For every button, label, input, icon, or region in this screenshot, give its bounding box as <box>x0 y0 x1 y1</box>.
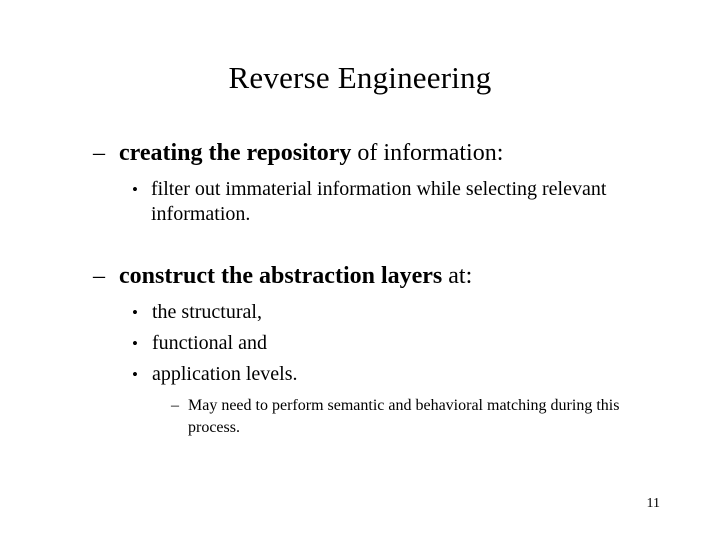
bullet-text: filter out immaterial information while … <box>151 178 607 225</box>
bullet-dot-marker-icon: • <box>132 334 138 353</box>
bullet-dot-marker-icon: • <box>132 365 138 384</box>
bullet-level1-creating-repository: – creating the repository of information… <box>0 138 720 168</box>
bullet-text-plain: at: <box>442 263 473 289</box>
bullet-text: the structural, <box>152 301 262 323</box>
page-number: 11 <box>646 496 660 511</box>
en-dash-marker-icon: – <box>93 263 105 289</box>
bullet-level2-application-levels: • application levels. <box>0 362 720 387</box>
bullet-text: functional and <box>152 332 267 354</box>
bullet-level1-construct-abstraction-layers: – construct the abstraction layers at: <box>0 261 720 291</box>
page-title: Reverse Engineering <box>228 59 492 95</box>
spacer <box>0 168 720 177</box>
bullet-text-plain: of information: <box>351 140 504 166</box>
en-dash-marker-icon: – <box>93 140 105 166</box>
bullet-text-bold: creating the repository <box>119 140 352 166</box>
bullet-dot-marker-icon: • <box>132 303 138 322</box>
spacer <box>0 387 720 395</box>
bullet-level2-filter-out-immaterial: • filter out immaterial information whil… <box>0 177 720 227</box>
bullet-text-bold: construct the abstraction layers <box>119 263 443 289</box>
spacer <box>0 112 720 138</box>
slide-body: – creating the repository of information… <box>0 112 720 439</box>
bullet-text: May need to perform semantic and behavio… <box>188 397 620 436</box>
bullet-text: creating the repository of information: <box>95 138 503 168</box>
bullet-level2-the-structural: • the structural, <box>0 300 720 325</box>
bullet-text: application levels. <box>152 363 298 385</box>
bullet-text: construct the abstraction layers at: <box>95 261 472 291</box>
spacer <box>0 227 720 261</box>
bullet-level2-functional-and: • functional and <box>0 331 720 356</box>
bullet-level3-semantic-behavioral-matching: – May need to perform semantic and behav… <box>0 395 720 439</box>
bullet-dot-marker-icon: • <box>132 180 138 199</box>
spacer <box>0 291 720 300</box>
en-dash-marker-icon: – <box>171 397 179 414</box>
